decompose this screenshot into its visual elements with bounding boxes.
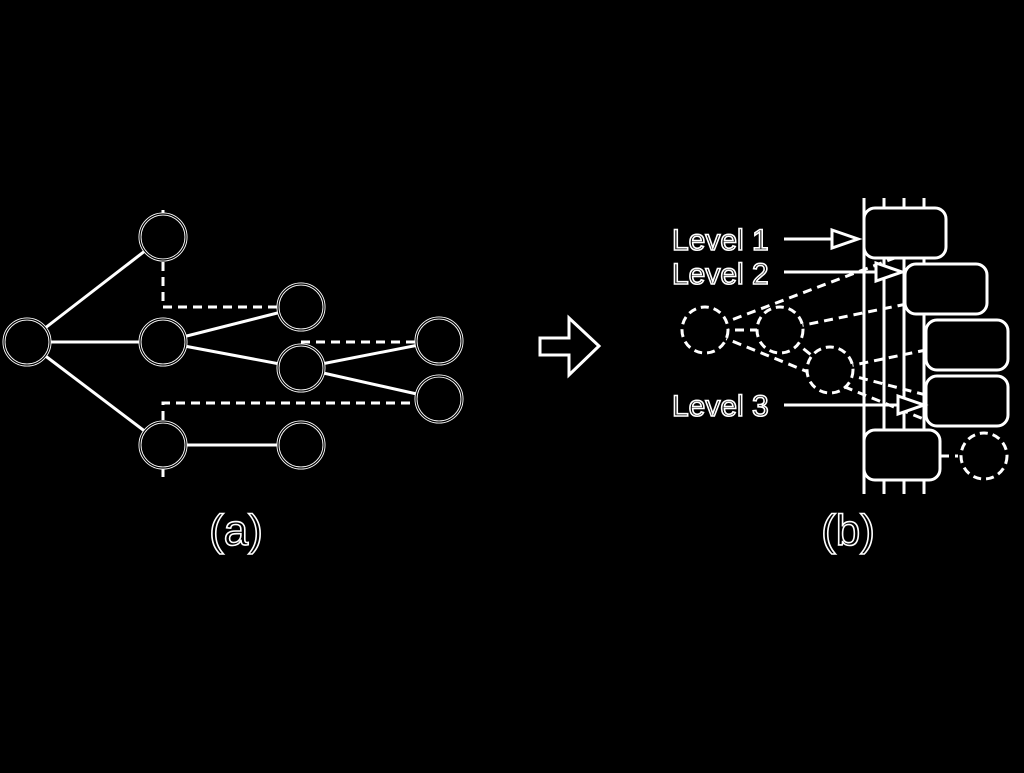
node-bottom-right xyxy=(276,420,326,470)
structure-b-ghost-nodes xyxy=(680,305,1009,481)
right-arrow-icon xyxy=(538,314,602,379)
ghost-node-root xyxy=(680,305,730,355)
node-top xyxy=(138,212,188,262)
level-2-label: Level 2 xyxy=(672,258,769,291)
level-1-label: Level 1 xyxy=(672,224,769,257)
ghost-node-mid xyxy=(755,305,805,355)
node-mid xyxy=(138,317,188,367)
node-mid-lower xyxy=(276,343,326,393)
level-1-pointer: Level 1 xyxy=(671,223,863,258)
level-box-4 xyxy=(862,428,942,482)
level-3-pointer: Level 3 xyxy=(671,389,929,424)
node-mid-upper xyxy=(276,282,326,332)
level-3-label: Level 3 xyxy=(672,390,769,423)
structure-b: Level 1 Level 2 Level 3 (b) xyxy=(671,198,1010,556)
node-root xyxy=(2,317,52,367)
level-box-3a xyxy=(924,318,1010,372)
level-box-1 xyxy=(862,206,948,260)
graph-a-nodes xyxy=(2,212,464,470)
caption-a: (a) xyxy=(209,506,263,555)
ghost-node-lower xyxy=(805,345,855,395)
caption-b: (b) xyxy=(821,506,875,555)
node-right-upper xyxy=(414,316,464,366)
ghost-node-leaf xyxy=(959,431,1009,481)
level-box-3b xyxy=(924,374,1010,428)
node-right-lower xyxy=(414,374,464,424)
node-bottom xyxy=(138,420,188,470)
level-boxes xyxy=(862,206,1010,482)
graph-a: (a) xyxy=(2,210,464,556)
level-2-pointer: Level 2 xyxy=(671,257,907,292)
level-box-2 xyxy=(903,262,989,316)
graph-a-dashed-edges xyxy=(161,210,439,482)
